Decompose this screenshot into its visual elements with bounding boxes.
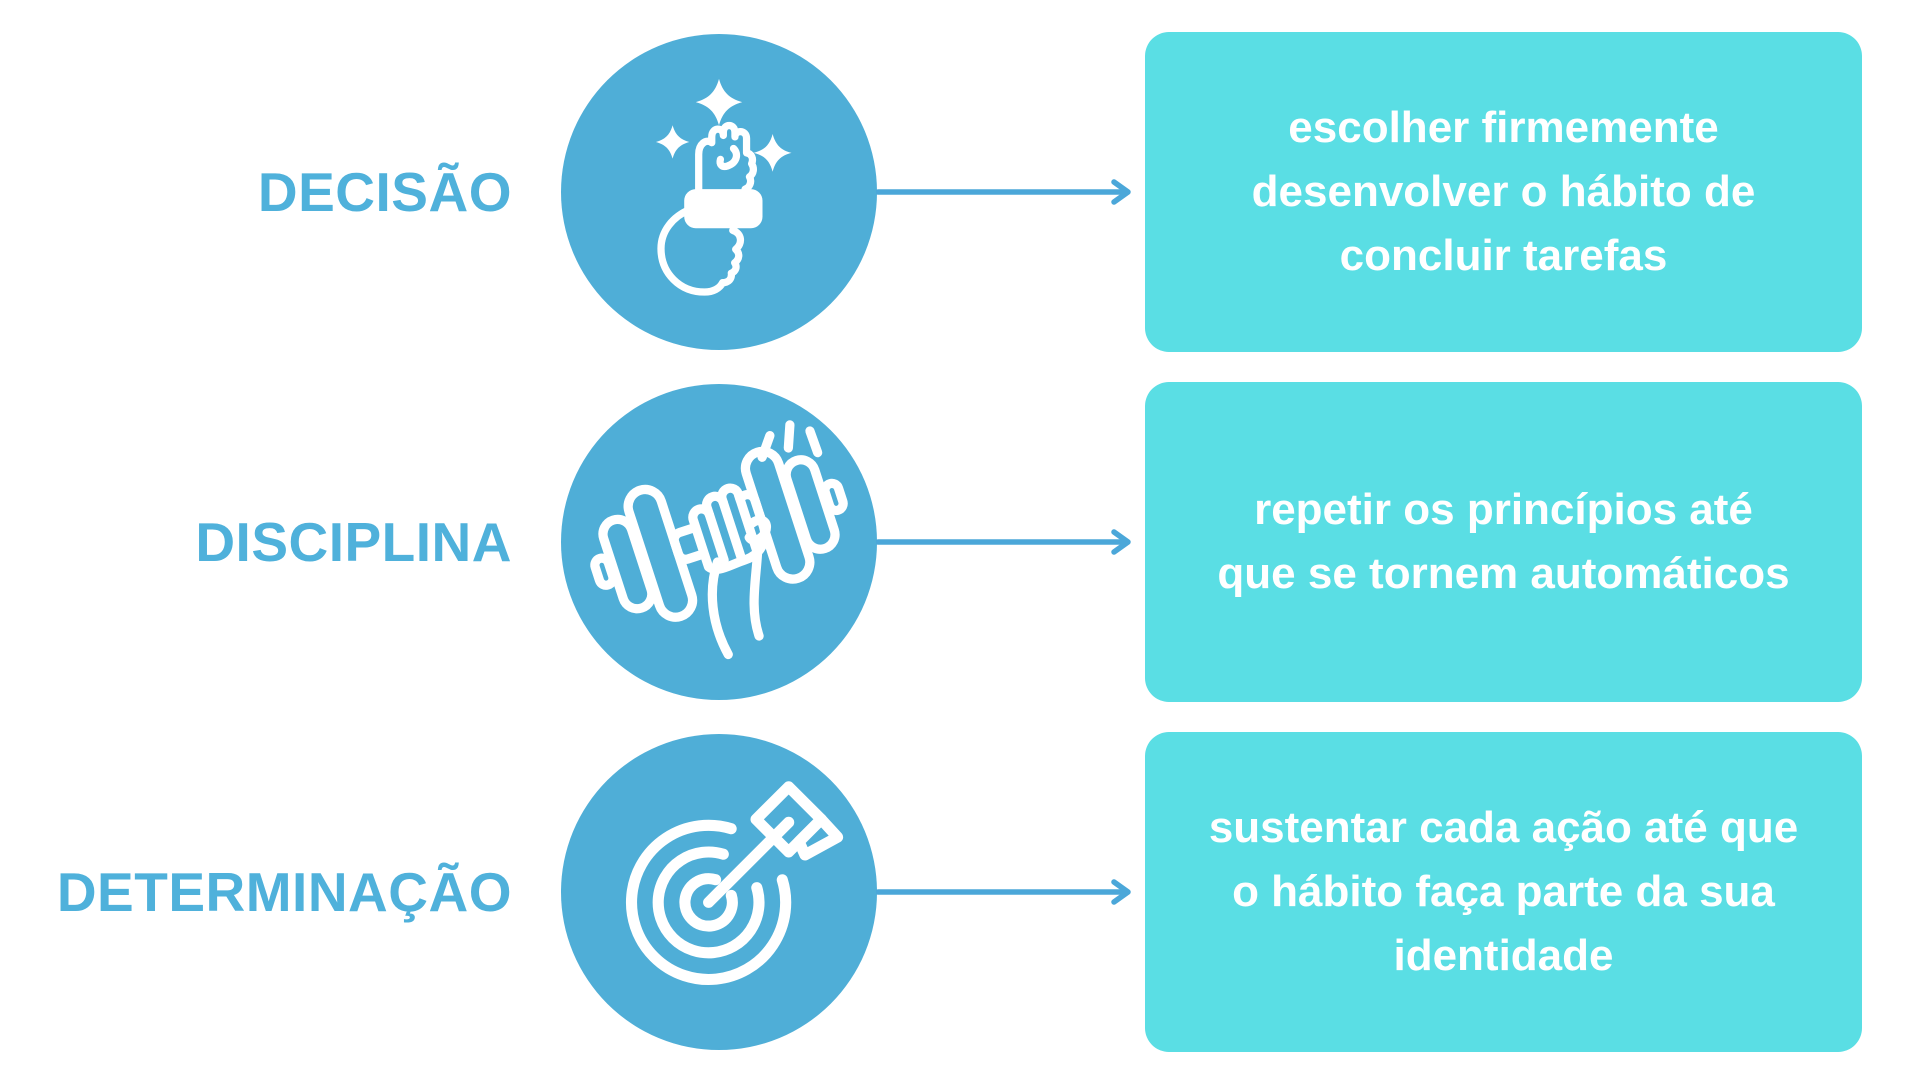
icon-circle-disciplina <box>561 384 877 700</box>
description-text: repetir os princípios até que se tornem … <box>1217 485 1790 598</box>
description-box-determinacao: sustentar cada ação até que o hábito faç… <box>1145 732 1862 1052</box>
row-label-decisao: DECISÃO <box>257 161 512 223</box>
description-box-disciplina: repetir os princípios até que se tornem … <box>1145 382 1862 702</box>
connector-arrow-decisao <box>876 176 1140 208</box>
target-dart-icon <box>625 781 844 986</box>
connector-arrow-disciplina <box>876 526 1140 558</box>
connector-arrow-determinacao <box>876 876 1140 908</box>
icon-circle-determinacao <box>561 734 877 1050</box>
icon-circle-decisao <box>561 34 877 350</box>
row-determinacao: DETERMINAÇÃO sustentar cada ação até que… <box>0 732 1920 1052</box>
row-disciplina: DISCIPLINA <box>0 382 1920 702</box>
description-box-decisao: escolher firmemente desenvolver o hábito… <box>1145 32 1862 352</box>
row-label-disciplina: DISCIPLINA <box>195 511 512 573</box>
fist-in-head-icon <box>655 78 792 296</box>
row-decisao: DECISÃO escolher firmemente desenvolver … <box>0 32 1920 352</box>
description-text: escolher firmemente desenvolver o hábito… <box>1251 103 1756 280</box>
description-text: sustentar cada ação até que o hábito faç… <box>1208 803 1799 980</box>
row-label-determinacao: DETERMINAÇÃO <box>56 861 512 923</box>
hand-dumbbell-icon <box>590 420 848 660</box>
